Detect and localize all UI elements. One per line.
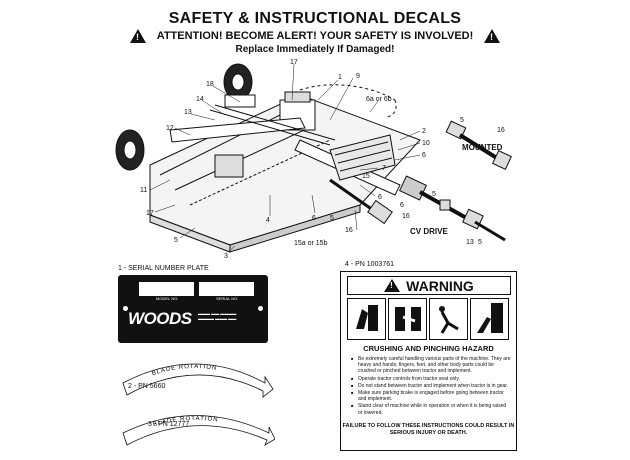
callout-6c: 6	[422, 152, 426, 159]
callout-13: 13	[184, 109, 192, 116]
blade-rotation-arrow-2	[122, 415, 275, 446]
serial-field-label: SERIAL NO.	[216, 296, 239, 301]
callout-6a-or-6b: 6a or 6b	[366, 96, 392, 103]
hazard-pictograms	[347, 298, 509, 340]
callout-18: 18	[206, 81, 214, 88]
warning-bullet: Operate tractor controls from tractor se…	[351, 376, 511, 382]
warning-title: WARNING	[406, 277, 474, 294]
callout-15a-or-15b: 15a or 15b	[294, 240, 328, 247]
callout-3: 3	[224, 253, 228, 260]
warning-triangle-icon: !	[484, 29, 500, 43]
callout-16: 16	[345, 227, 353, 234]
callout-17b: 17	[146, 210, 154, 217]
callout-2: 2	[422, 128, 426, 135]
mower-diagram: 17 1 9 18 14 13 12 11 17 5 3 4 6 5 16 6 …	[115, 59, 512, 260]
cv-callout-5b: 5	[478, 239, 482, 246]
callout-15: 15	[362, 173, 370, 180]
callout-14: 14	[196, 96, 204, 103]
warning-footer: FAILURE TO FOLLOW THESE INSTRUCTIONS COU…	[342, 423, 515, 436]
callout-6: 6	[312, 215, 316, 222]
callout-7: 7	[382, 165, 386, 172]
warning-bullet-list: Be extremely careful handling various pa…	[351, 356, 511, 417]
cv-callout-5: 5	[432, 191, 436, 198]
tractor-crush-pictogram-icon	[470, 298, 509, 340]
warning-decal-caption: 4 - PN 1003761	[345, 261, 395, 268]
warning-header: ! WARNING	[347, 276, 511, 295]
warning-triangle-icon: !	[130, 29, 146, 43]
blade-rotation-arrow-1	[122, 363, 274, 398]
model-field-label: MODEL NO.	[156, 296, 179, 301]
mounted-callout-5: 5	[460, 117, 464, 124]
warning-bullet: Do not stand between tractor and impleme…	[351, 383, 511, 389]
cv-callout-16: 16	[402, 213, 410, 220]
serial-number-plate: MODEL NO. SERIAL NO. WOODS ▬▬▬ ▬▬ ▬▬▬▬▬▬…	[118, 275, 268, 343]
callout-6b: 6	[378, 194, 382, 201]
rivet-hole	[258, 306, 263, 311]
page-title: SAFETY & INSTRUCTIONAL DECALS	[168, 10, 462, 27]
callout-5b: 5	[330, 215, 334, 222]
callout-9: 9	[356, 73, 360, 80]
cv-callout-13: 13	[466, 239, 474, 246]
serial-field-box	[198, 281, 255, 297]
serial-plate-caption: 1 - SERIAL NUMBER PLATE	[118, 265, 209, 272]
warning-bullet: Make sure parking brake is engaged befor…	[351, 390, 511, 402]
model-field-box	[138, 281, 195, 297]
mounted-label: MOUNTED	[462, 143, 503, 152]
callout-12: 12	[166, 125, 174, 132]
mounted-callout-16: 16	[497, 127, 505, 134]
crush-hand-pictogram-icon	[347, 298, 386, 340]
cv-drive-label: CV DRIVE	[410, 227, 448, 236]
callout-4: 4	[266, 217, 270, 224]
decal-3-caption: 3 - PN 12777	[148, 421, 190, 428]
person-pictogram-icon	[429, 298, 468, 340]
blade-rotation-decals: BLADE ROTATION BLADE ROTATION	[122, 363, 275, 446]
replace-notice: Replace Immediately If Damaged!	[235, 44, 395, 55]
warning-triangle-icon: !	[384, 279, 401, 292]
pinch-pictogram-icon	[388, 298, 427, 340]
callout-11: 11	[140, 187, 147, 194]
attention-line: ATTENTION! BECOME ALERT! YOUR SAFETY IS …	[156, 30, 474, 42]
hazard-heading: CRUSHING AND PINCHING HAZARD	[363, 344, 494, 353]
woods-logo: WOODS	[128, 309, 192, 328]
warning-bullet: Be extremely careful handling various pa…	[351, 356, 511, 375]
cv-callout-6: 6	[400, 202, 404, 209]
callout-1: 1	[338, 74, 342, 81]
callout-17: 17	[290, 59, 298, 66]
rivet-hole	[123, 306, 128, 311]
callout-5: 5	[174, 237, 178, 244]
plate-fine-print: ▬▬▬ ▬▬ ▬▬▬▬▬▬▬▬ ▬▬▬ ▬▬	[198, 311, 237, 321]
warning-decal: ! WARNING CRUSHING AND PINCHING HAZARD B…	[340, 271, 517, 451]
callout-10: 10	[422, 140, 430, 147]
warning-bullet: Stand clear of machine while in operatio…	[351, 403, 511, 415]
decal-2-caption: 2 - PN 5660	[128, 383, 166, 390]
